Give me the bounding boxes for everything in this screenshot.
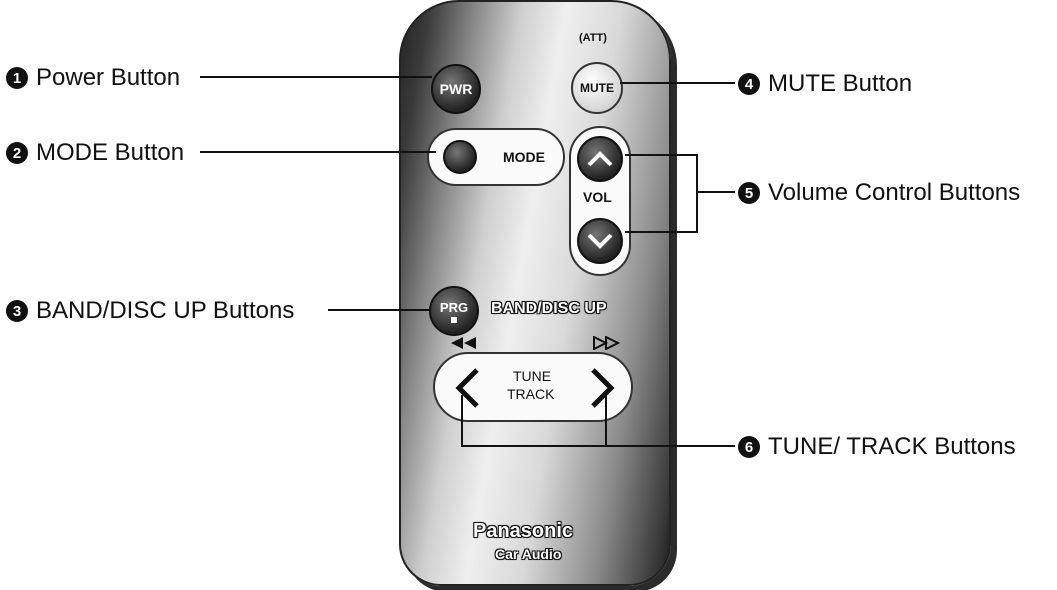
band-disc-up-label: BAND/DISC UP <box>491 300 607 318</box>
volume-down-button[interactable] <box>577 218 623 264</box>
chevron-right-icon <box>583 364 623 412</box>
brand-logo: Panasonic <box>473 520 573 543</box>
remote-control: PWR (ATT) MUTE MODE VOL PRG BAND/DISC UP <box>399 0 671 586</box>
vol-label: VOL <box>583 189 612 205</box>
mute-button[interactable]: MUTE <box>571 62 623 114</box>
callout-tune-track: 6 TUNE/ TRACK Buttons <box>738 433 1016 461</box>
mode-knob-icon <box>443 140 477 174</box>
rewind-icon <box>449 336 479 350</box>
chevron-up-icon <box>586 149 614 169</box>
power-button-label: PWR <box>440 81 473 97</box>
prg-button-label: PRG <box>440 300 468 315</box>
track-label: TRACK <box>507 386 554 402</box>
callout-number: 3 <box>6 300 28 322</box>
callout-number: 1 <box>6 67 28 89</box>
tune-track-rocker: TUNE TRACK <box>433 352 633 422</box>
callout-number: 2 <box>6 142 28 164</box>
callout-volume: 5 Volume Control Buttons <box>738 179 1020 207</box>
callout-label: BAND/DISC UP Buttons <box>36 297 294 325</box>
power-button[interactable]: PWR <box>431 64 481 114</box>
stop-icon <box>451 317 457 323</box>
chevron-down-icon <box>586 231 614 251</box>
callout-number: 5 <box>738 182 760 204</box>
callout-label: Volume Control Buttons <box>768 179 1020 207</box>
tune-track-forward-button[interactable] <box>583 364 623 412</box>
mode-button[interactable]: MODE <box>427 128 565 186</box>
callout-mode: 2 MODE Button <box>6 139 184 167</box>
callout-number: 4 <box>738 73 760 95</box>
fast-forward-icon <box>591 336 621 350</box>
mute-button-label: MUTE <box>580 81 614 95</box>
tune-track-back-button[interactable] <box>447 364 487 412</box>
callout-label: TUNE/ TRACK Buttons <box>768 433 1016 461</box>
callout-band-disc-up: 3 BAND/DISC UP Buttons <box>6 297 294 325</box>
subbrand-logo: Car Audio <box>495 546 561 562</box>
callout-label: MUTE Button <box>768 70 912 98</box>
callout-label: Power Button <box>36 64 180 92</box>
mode-button-label: MODE <box>503 149 545 165</box>
prg-button[interactable]: PRG <box>429 286 479 336</box>
att-label: (ATT) <box>579 32 607 44</box>
callout-label: MODE Button <box>36 139 184 167</box>
volume-up-button[interactable] <box>577 136 623 182</box>
callout-number: 6 <box>738 436 760 458</box>
volume-rocker: VOL <box>569 126 631 276</box>
callout-power: 1 Power Button <box>6 64 180 92</box>
chevron-left-icon <box>447 364 487 412</box>
callout-mute: 4 MUTE Button <box>738 70 912 98</box>
tune-label: TUNE <box>513 368 551 384</box>
